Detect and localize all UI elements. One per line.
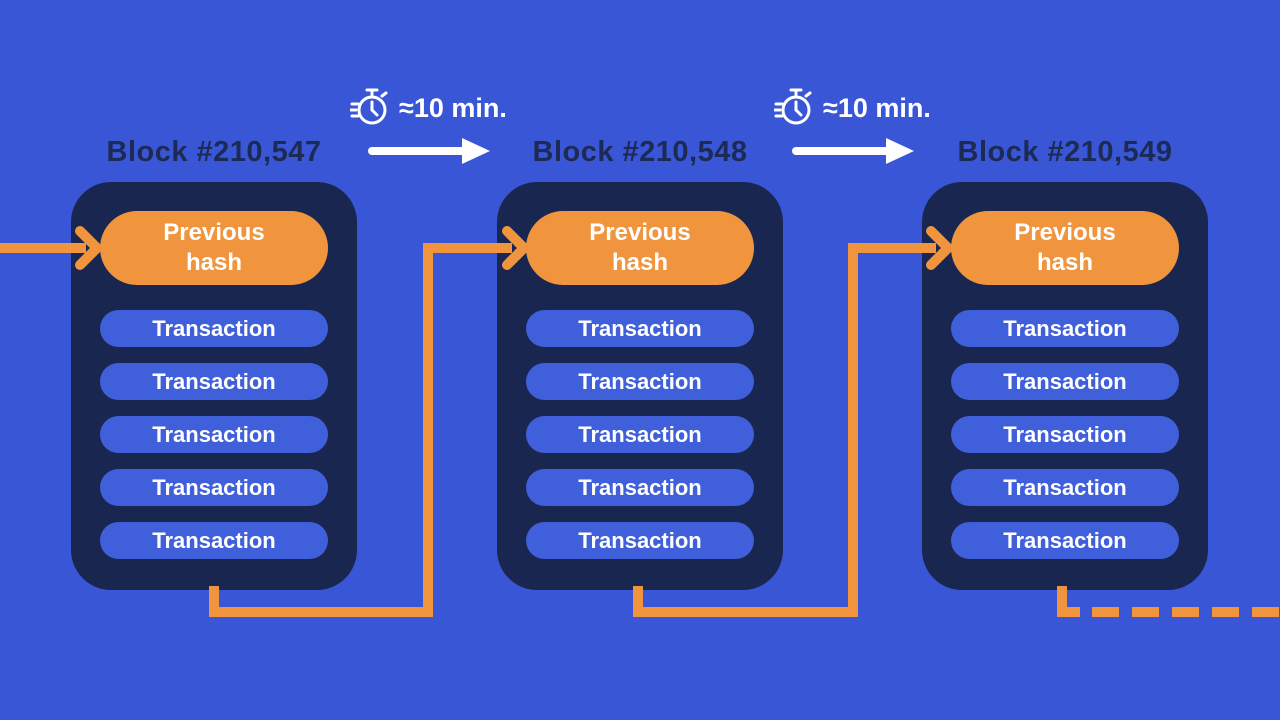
block-210547: Previous hash Transaction Transaction Tr…: [71, 182, 357, 590]
block-210548: Previous hash Transaction Transaction Tr…: [497, 182, 783, 590]
stopwatch-icon: [772, 85, 814, 132]
block-title-2: Block #210,548: [532, 136, 748, 168]
transaction-label: Transaction: [578, 421, 702, 447]
transaction-label: Transaction: [152, 315, 276, 341]
transaction-label: Transaction: [578, 474, 702, 500]
transaction-pill: Transaction: [951, 416, 1179, 453]
transaction-label: Transaction: [578, 368, 702, 394]
transaction-pill: Transaction: [100, 522, 328, 559]
transaction-label: Transaction: [1003, 368, 1127, 394]
block-title-1: Block #210,547: [106, 136, 322, 168]
transaction-pill: Transaction: [100, 363, 328, 400]
transaction-pill: Transaction: [951, 522, 1179, 559]
timer-group-1: ≈10 min.: [348, 85, 507, 132]
transaction-pill: Transaction: [951, 469, 1179, 506]
transaction-label: Transaction: [152, 421, 276, 447]
transaction-pill: Transaction: [100, 310, 328, 347]
transaction-pill: Transaction: [526, 310, 754, 347]
transaction-label: Transaction: [578, 315, 702, 341]
transaction-pill: Transaction: [951, 363, 1179, 400]
transaction-label: Transaction: [152, 368, 276, 394]
transaction-label: Transaction: [578, 527, 702, 553]
transaction-pill: Transaction: [526, 469, 754, 506]
previous-hash-pill: Previous hash: [951, 211, 1179, 285]
transaction-label: Transaction: [1003, 315, 1127, 341]
timer-label: ≈10 min.: [823, 92, 931, 123]
transaction-pill: Transaction: [526, 363, 754, 400]
timer-label: ≈10 min.: [399, 92, 507, 123]
transaction-pill: Transaction: [951, 310, 1179, 347]
transaction-pill: Transaction: [100, 469, 328, 506]
transaction-pill: Transaction: [526, 416, 754, 453]
transaction-label: Transaction: [152, 474, 276, 500]
previous-hash-label: Previous hash: [1014, 219, 1116, 276]
stopwatch-icon: [348, 85, 390, 132]
transaction-label: Transaction: [1003, 527, 1127, 553]
block-210549: Previous hash Transaction Transaction Tr…: [922, 182, 1208, 590]
previous-hash-pill: Previous hash: [100, 211, 328, 285]
previous-hash-label: Previous hash: [589, 219, 691, 276]
previous-hash-label: Previous hash: [163, 219, 265, 276]
block-title-3: Block #210,549: [957, 136, 1173, 168]
transaction-pill: Transaction: [526, 522, 754, 559]
arrow-right-icon: [368, 136, 494, 171]
transaction-pill: Transaction: [100, 416, 328, 453]
transaction-label: Transaction: [1003, 421, 1127, 447]
previous-hash-pill: Previous hash: [526, 211, 754, 285]
transaction-label: Transaction: [152, 527, 276, 553]
transaction-label: Transaction: [1003, 474, 1127, 500]
timer-group-2: ≈10 min.: [772, 85, 931, 132]
arrow-right-icon: [792, 136, 918, 171]
